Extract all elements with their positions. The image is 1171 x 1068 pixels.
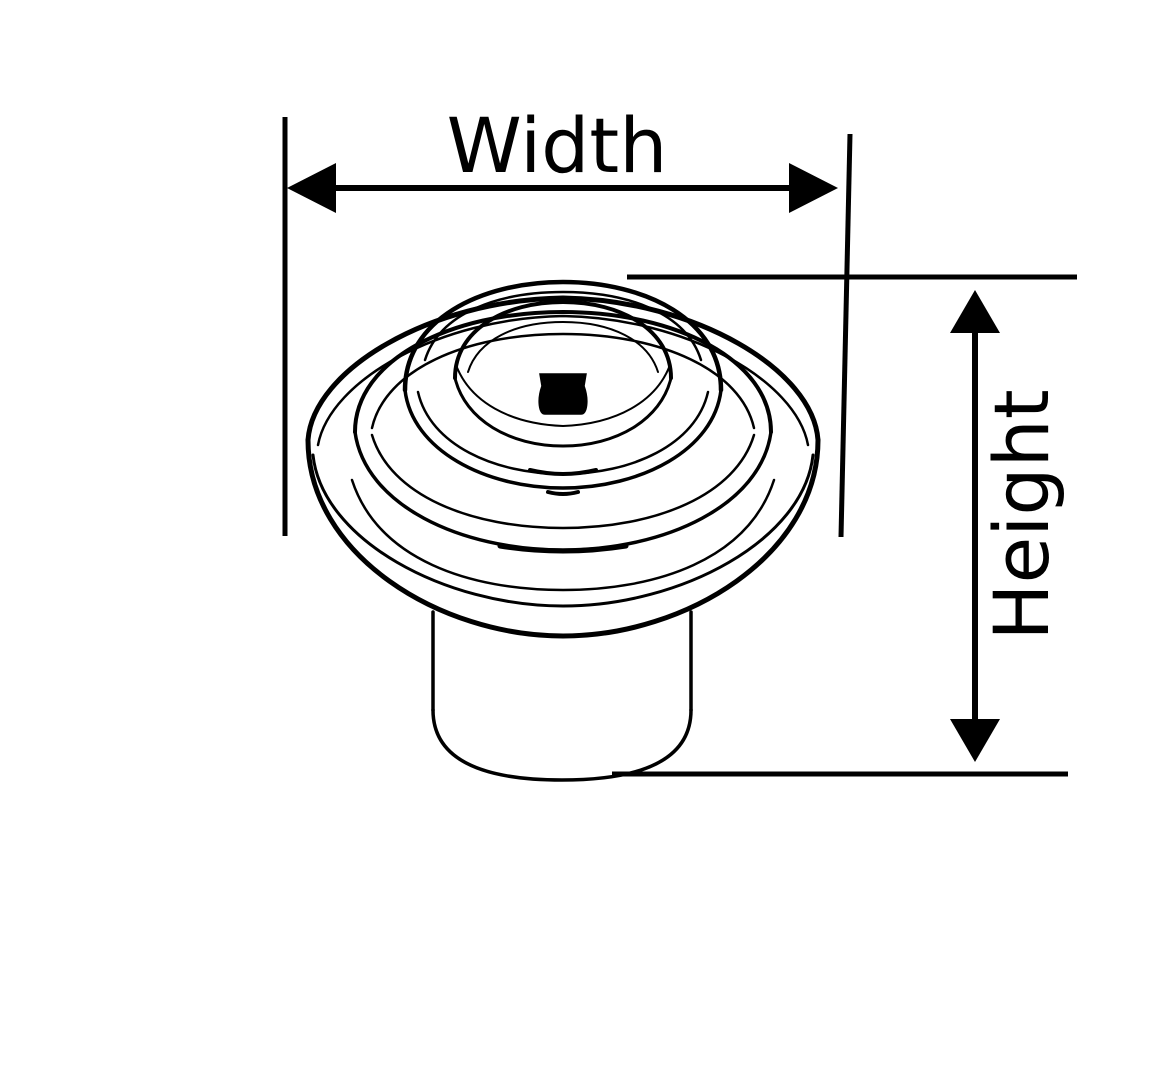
knob-dome bbox=[453, 299, 673, 448]
knob-highlight bbox=[538, 373, 588, 415]
width-right-extension-line bbox=[838, 133, 853, 538]
height-dimension: Height bbox=[612, 274, 1077, 777]
height-label: Height bbox=[977, 389, 1066, 640]
knob-inner-ring bbox=[402, 279, 724, 496]
knob-illustration bbox=[305, 279, 821, 782]
width-arrow-right-head bbox=[789, 163, 838, 213]
knob-outer-rim bbox=[305, 295, 821, 639]
knob-stem bbox=[431, 610, 693, 782]
width-dimension: Width bbox=[282, 101, 853, 538]
knob-middle-ring bbox=[353, 309, 773, 554]
height-arrow-bottom-head bbox=[950, 719, 1000, 762]
height-arrow-top-head bbox=[950, 290, 1000, 333]
width-label: Width bbox=[447, 101, 668, 190]
width-arrow-left-head bbox=[287, 163, 336, 213]
